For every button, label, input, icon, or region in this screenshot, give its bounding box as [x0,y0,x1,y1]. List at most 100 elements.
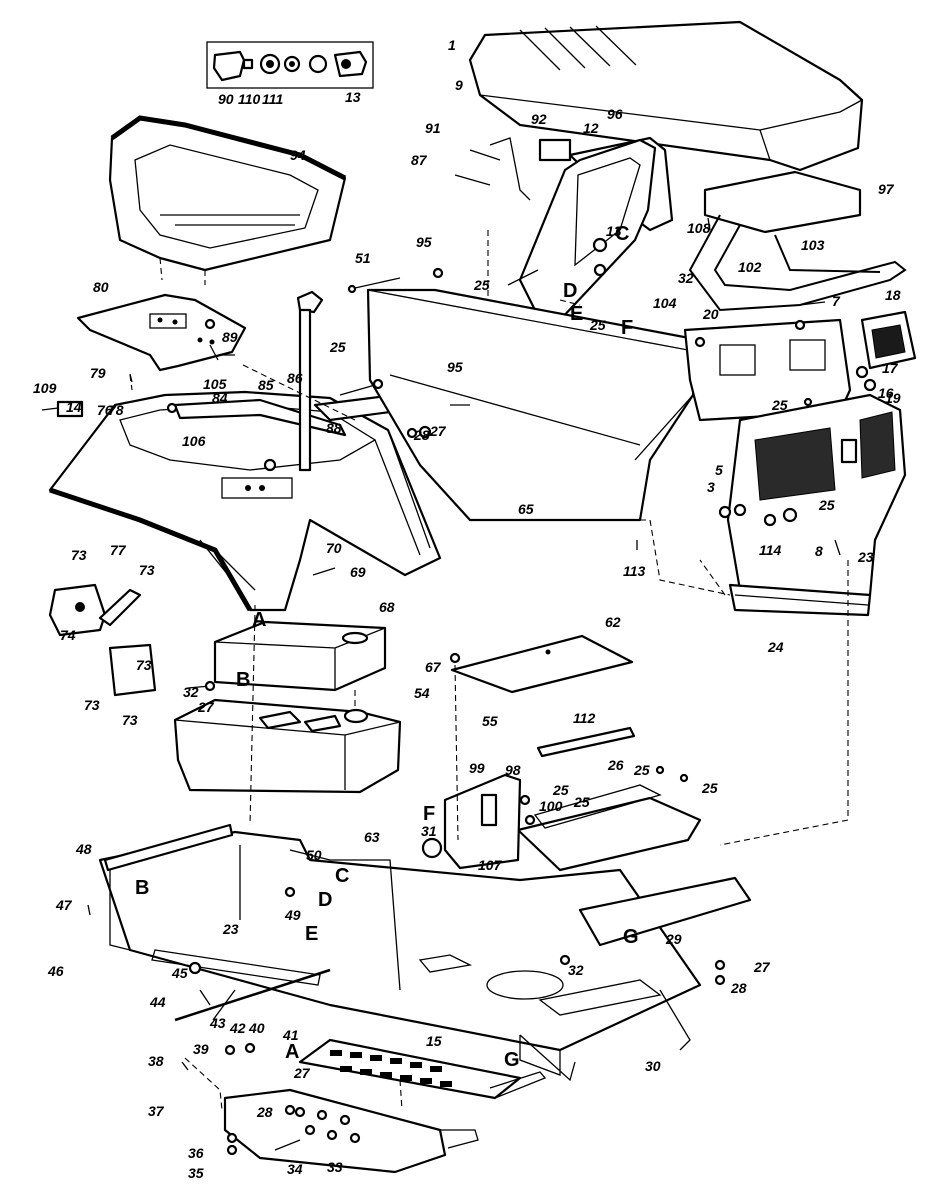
part-number-label: 62 [605,614,621,630]
part-number-label: 109 [33,380,57,396]
part-number-label: 84 [212,390,228,406]
part-number-label: 44 [149,994,166,1010]
part-number-label: 91 [425,120,441,136]
part-number-label: 85 [258,377,274,393]
part-number-label: 78 [108,402,124,418]
part-number-label: 25 [329,339,346,355]
part-number-label: 20 [702,306,719,322]
connection-letter: D [563,280,577,302]
front-panel [366,288,702,522]
part-number-label: 102 [738,259,762,275]
part-number-label: 92 [531,111,547,127]
part-number-label: 63 [364,829,380,845]
part-number-label: 25 [573,794,590,810]
part-number-label: 5 [715,462,723,478]
part-number-label: 107 [478,857,503,873]
part-number-label: 15 [426,1033,442,1049]
part-number-label: 89 [222,329,238,345]
part-number-label: 24 [767,639,784,655]
part-number-label: 25 [818,497,835,513]
part-number-label: 80 [93,279,109,295]
part-number-label: 74 [60,627,76,643]
part-number-label: 113 [623,563,646,579]
part-number-label: 7 [832,293,841,309]
foot-pedal-plate [298,1038,547,1100]
part-number-label: 12 [583,120,599,136]
part-number-label: 16 [878,385,894,401]
connection-letter: G [623,926,639,948]
part-number-label: 39 [193,1041,209,1057]
part-number-label: 73 [122,712,138,728]
hood [468,20,864,172]
part-number-label: 27 [197,699,215,715]
fuel-tank [173,698,402,794]
part-number-label: 19 [885,390,901,406]
part-number-label: 100 [539,798,563,814]
part-number-label: 69 [350,564,366,580]
connection-letter: A [285,1041,299,1063]
battery-box [213,620,387,692]
part-number-label: 41 [282,1027,299,1043]
part-number-label: 40 [248,1020,265,1036]
part-number-label: 97 [878,181,895,197]
main-frame [98,823,752,1082]
part-number-label: 28 [413,427,430,443]
part-number-label: 104 [653,295,677,311]
part-number-label: 49 [284,907,301,923]
part-number-label: 35 [188,1165,204,1181]
part-number-label: 42 [229,1020,246,1036]
part-number-label: 95 [416,234,432,250]
part-number-label: 25 [633,762,650,778]
part-number-label: 48 [75,841,92,857]
seat [108,115,347,285]
grille [726,393,907,617]
part-number-label: 94 [290,147,306,163]
part-number-label: 23 [222,921,239,937]
part-number-label: 76 [97,402,113,418]
headlight [860,310,917,370]
step-plate [223,1088,479,1174]
part-number-label: 77 [110,542,127,558]
part-number-label: 27 [429,423,447,439]
part-number-label: 68 [379,599,395,615]
part-number-label: 29 [665,931,682,947]
ignition-key-inset [206,41,374,89]
part-number-label: 79 [90,365,106,381]
part-number-label: 90 [218,91,234,107]
part-number-label: 65 [518,501,534,517]
connection-letter: B [236,669,250,691]
connection-letter: B [135,877,149,899]
part-number-label: 32 [183,684,199,700]
assembly-lines [184,230,849,1111]
part-number-label: 27 [293,1065,311,1081]
part-number-label: 23 [857,549,874,565]
part-number-label: 73 [84,697,100,713]
part-number-label: 86 [287,370,303,386]
connection-letter: A [252,609,266,631]
part-number-label: 17 [882,360,899,376]
connection-letter: F [621,317,633,339]
hood-support [688,170,907,312]
pedal-bracket [421,773,522,870]
part-number-label: 45 [171,965,188,981]
part-number-label: 3 [707,479,715,495]
part-number-label: 55 [482,713,498,729]
part-number-label: 98 [505,762,521,778]
dashboard [518,136,674,322]
part-number-label: 95 [447,359,463,375]
part-number-label: 31 [421,823,437,839]
part-number-label: 33 [327,1159,343,1175]
part-number-label: 25 [589,317,606,333]
part-number-label: 112 [573,710,596,726]
part-number-label: 114 [759,542,782,558]
connection-letter: E [305,923,318,945]
part-number-label: 28 [256,1104,273,1120]
connection-letter: G [504,1049,520,1071]
part-number-label: 13 [606,223,622,239]
part-number-label: 27 [753,959,771,975]
part-number-label: 36 [188,1145,204,1161]
part-number-label: 96 [607,106,623,122]
rear-fender [48,390,442,612]
